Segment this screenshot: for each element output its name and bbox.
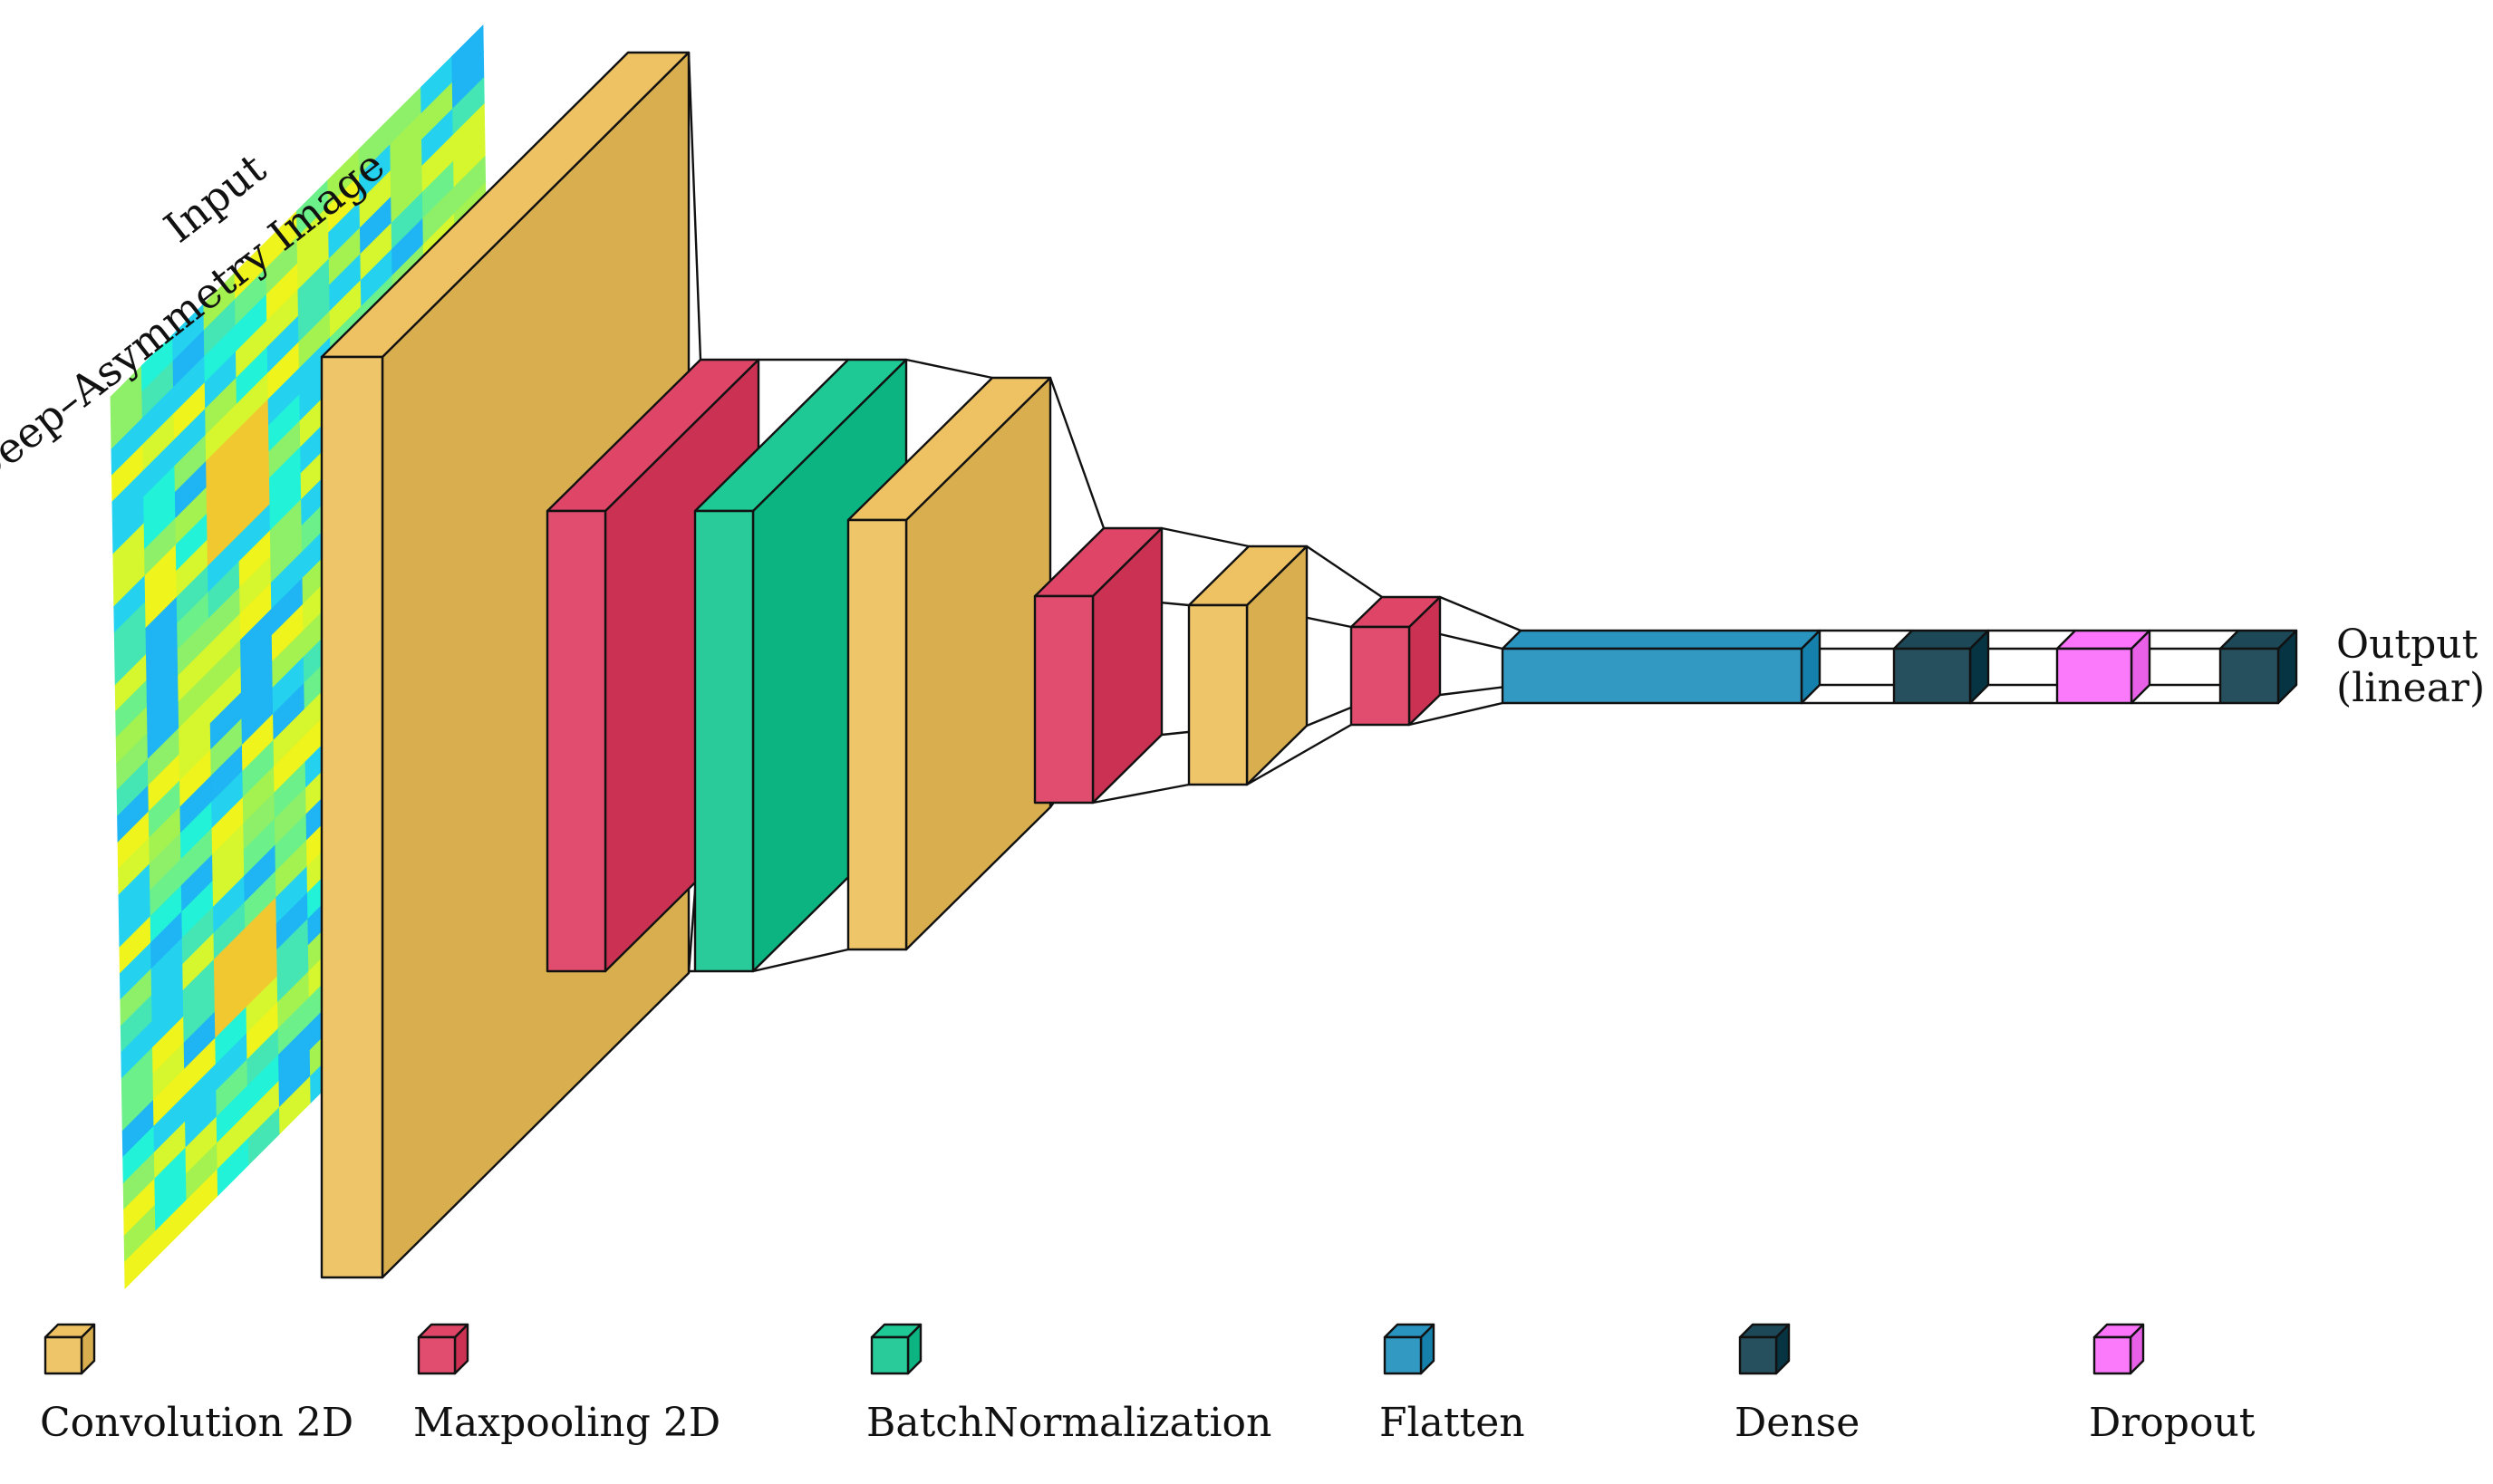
block-front-face (1892, 647, 1972, 705)
block-front-face (1501, 647, 1803, 705)
layer-blocks (320, 51, 2298, 1279)
connection-line (1161, 526, 1250, 548)
legend-label: Convolution 2D (40, 1400, 353, 1446)
block-front-face (1187, 603, 1249, 786)
connection-line (687, 52, 702, 361)
legend-item-maxpool2d: Maxpooling 2D (413, 1323, 720, 1446)
connection-line (752, 948, 849, 973)
legend-swatch-front (1383, 1335, 1423, 1375)
legend-item-batchnorm: BatchNormalization (866, 1323, 1271, 1446)
block-front-face (320, 355, 384, 1279)
block-front-face (846, 518, 908, 951)
block-front-face (2055, 647, 2133, 705)
block-front-face (1033, 594, 1095, 805)
block-front-face (546, 509, 607, 973)
layer-block-maxpool2d (1033, 526, 1164, 805)
legend-label: BatchNormalization (866, 1400, 1271, 1446)
connection-line (1092, 783, 1190, 805)
block-front-face (1349, 625, 1411, 727)
connection-line (1408, 701, 1503, 727)
legend-label: Dense (1734, 1400, 1860, 1446)
connection-line (1048, 377, 1106, 529)
legend-swatch-front (1738, 1335, 1778, 1375)
legend-swatch-front (870, 1335, 910, 1375)
connection-line (905, 358, 993, 380)
layer-block-dense (2218, 629, 2298, 705)
block-front-face (2218, 647, 2280, 705)
legend-label: Maxpooling 2D (413, 1400, 720, 1446)
output-label-line1: Output (2336, 622, 2479, 668)
legend-label: Flatten (1379, 1400, 1525, 1446)
block-front-face (693, 509, 755, 973)
block-top-face (1892, 629, 1990, 650)
legend-swatch-front (43, 1335, 83, 1375)
legend-item-conv2d: Convolution 2D (40, 1323, 353, 1446)
layer-block-flatten (1501, 629, 1821, 705)
legend-swatch-front (417, 1335, 457, 1375)
legend: Convolution 2D Maxpooling 2D BatchNormaliz… (40, 1323, 2256, 1446)
layer-block-maxpool2d (1349, 595, 1442, 727)
connection-line (1306, 545, 1383, 598)
output-label-line2: (linear) (2336, 665, 2485, 711)
block-top-face (1501, 629, 1821, 650)
connection-line (1246, 723, 1352, 786)
connection-line (1439, 595, 1522, 632)
layer-block-conv2d (846, 376, 1052, 951)
legend-item-dense: Dense (1734, 1323, 1860, 1446)
layer-block-conv2d (320, 51, 691, 1279)
legend-swatch-front (2092, 1335, 2132, 1375)
layer-block-dense (1892, 629, 1990, 705)
legend-label: Dropout (2089, 1400, 2256, 1446)
layer-block-conv2d (1187, 544, 1309, 786)
layer-block-dropout (2055, 629, 2151, 705)
legend-item-dropout: Dropout (2089, 1323, 2256, 1446)
legend-item-flatten: Flatten (1379, 1323, 1525, 1446)
